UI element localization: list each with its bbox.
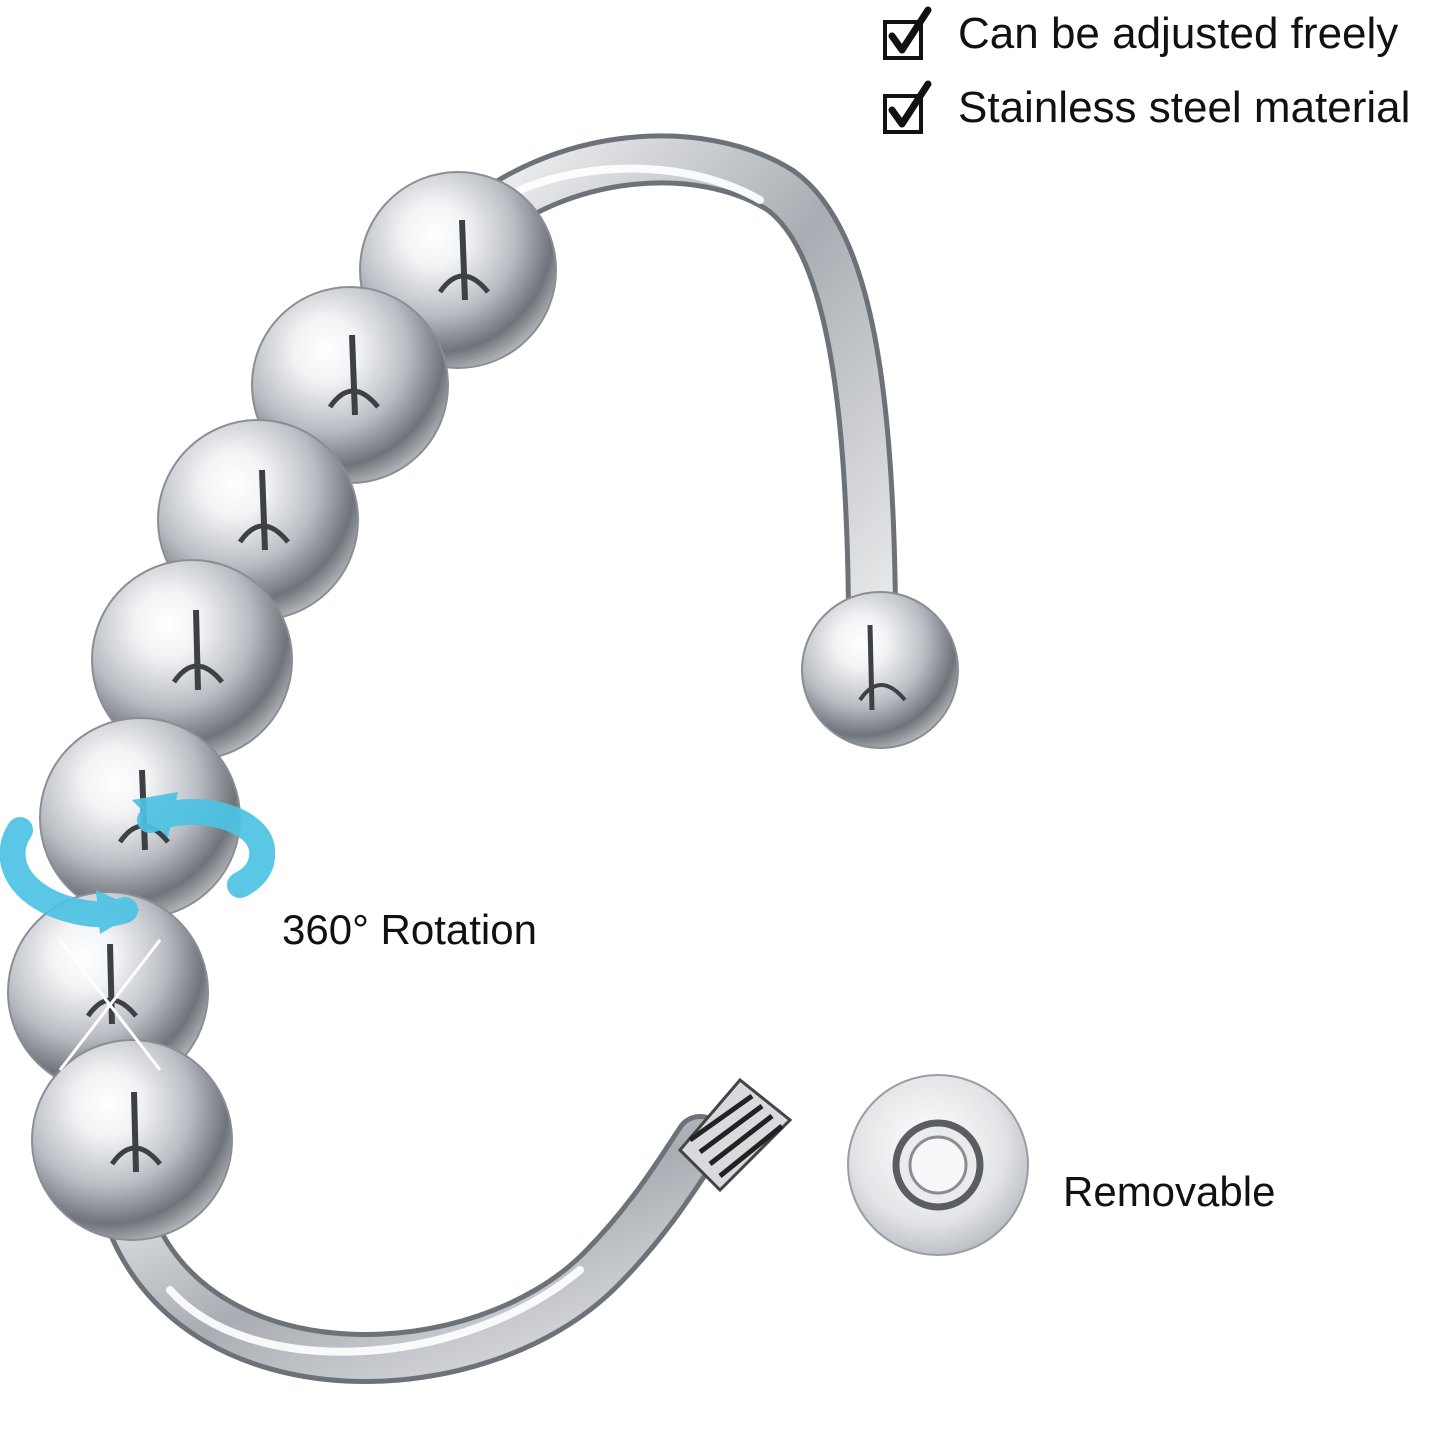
removable-callout: Removable bbox=[1063, 1168, 1276, 1215]
spinner-bead bbox=[31, 1039, 233, 1241]
threaded-end bbox=[677, 1077, 793, 1193]
checkbox-checked-icon bbox=[883, 6, 932, 60]
removable-cap bbox=[847, 1074, 1029, 1256]
rotation-arrow-icon bbox=[0, 792, 276, 934]
open-ring-band bbox=[104, 133, 898, 1384]
rotation-callout: 360° Rotation bbox=[282, 906, 537, 953]
end-ball bbox=[801, 591, 959, 749]
sparkle-icon bbox=[58, 723, 781, 1071]
feature-label: Stainless steel material bbox=[958, 83, 1411, 132]
spinner-beads bbox=[7, 171, 557, 1241]
feature-material: Stainless steel material bbox=[882, 80, 1410, 136]
checkbox-checked-icon bbox=[883, 80, 932, 134]
spinner-bead bbox=[91, 559, 293, 761]
feature-adjustable: Can be adjusted freely bbox=[882, 6, 1398, 62]
feature-label: Can be adjusted freely bbox=[958, 9, 1399, 58]
